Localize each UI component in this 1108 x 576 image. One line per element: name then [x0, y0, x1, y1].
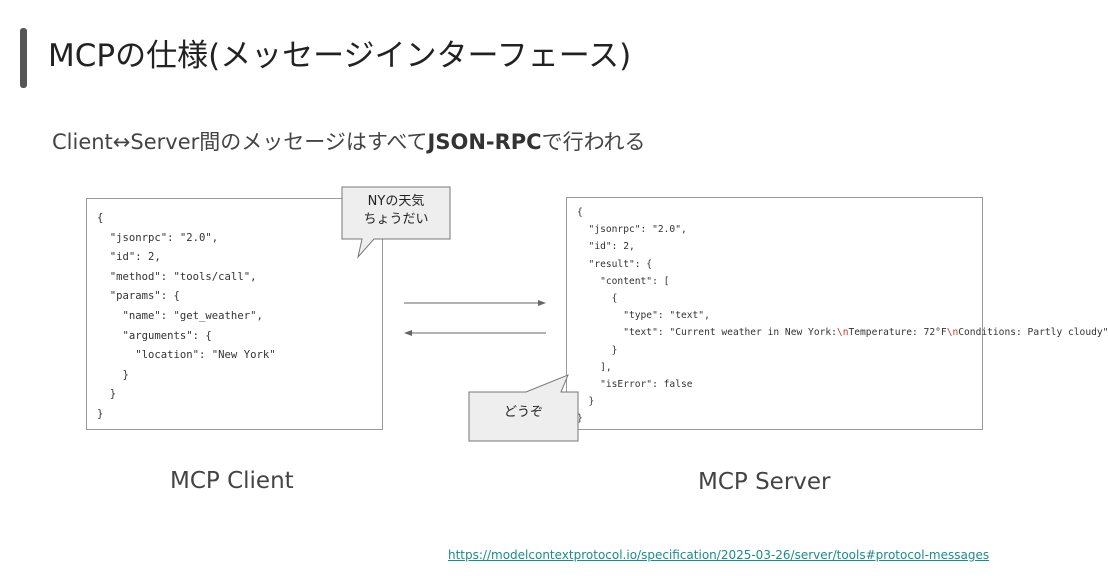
client-bubble-text: NYの天気 ちょうだい: [342, 193, 450, 229]
request-code-line: "location": "New York": [97, 349, 276, 362]
server-bubble-text: どうぞ: [503, 405, 543, 420]
slide-subtitle: Client↔Server間のメッセージはすべてJSON-RPCで行われる: [52, 126, 646, 156]
server-response-json: { "jsonrpc": "2.0", "id": 2, "result": {…: [567, 198, 1108, 428]
request-code-line: }: [97, 388, 117, 401]
response-code-line: }: [577, 344, 618, 356]
response-code-line: "type": "text",: [577, 310, 710, 322]
response-code-line: }: [577, 396, 595, 408]
client-request-json: { "jsonrpc": "2.0", "id": 2, "method": "…: [87, 199, 382, 425]
request-code-line: "id": 2,: [97, 251, 161, 264]
client-caption: MCP Client: [170, 468, 294, 494]
server-caption: MCP Server: [698, 469, 831, 495]
request-code-line: }: [97, 368, 129, 381]
response-code-line: ],: [577, 361, 612, 373]
client-bubble-line-1: NYの天気: [367, 194, 425, 209]
response-code-line: "jsonrpc": "2.0",: [577, 224, 687, 236]
source-link[interactable]: https://modelcontextprotocol.io/specific…: [448, 548, 990, 562]
subtitle-prefix: Client↔Server間のメッセージはすべて: [52, 130, 428, 154]
client-bubble-line-2: ちょうだい: [363, 212, 429, 227]
server-speech-bubble: [468, 374, 579, 442]
client-request-code-block: { "jsonrpc": "2.0", "id": 2, "method": "…: [86, 198, 383, 430]
response-code-line: {: [577, 293, 618, 305]
server-response-code-block: { "jsonrpc": "2.0", "id": 2, "result": {…: [566, 197, 1108, 430]
response-code-line: "content": [: [577, 275, 670, 287]
request-code-line: "method": "tools/call",: [97, 270, 257, 283]
request-code-line: "name": "get_weather",: [97, 309, 263, 322]
response-code-line: }: [577, 413, 583, 425]
title-accent-bar: [20, 28, 27, 88]
response-arrow: [404, 330, 546, 336]
subtitle-emphasis: JSON-RPC: [427, 130, 542, 154]
response-code-line: "result": {: [577, 258, 653, 270]
request-code-line: "jsonrpc": "2.0",: [97, 231, 219, 244]
response-code-line: "text": "Current weather in New York:\nT…: [577, 327, 1108, 339]
request-code-line: "arguments": {: [97, 329, 212, 342]
client-speech-bubble: [341, 186, 451, 259]
request-code-line: "params": {: [97, 290, 180, 303]
message-arrows: [404, 300, 546, 336]
response-code-line: "isError": false: [577, 379, 693, 391]
request-arrow: [404, 300, 546, 306]
slide-title: MCPの仕様(メッセージインターフェース): [48, 38, 632, 74]
subtitle-suffix: で行われる: [541, 130, 646, 154]
response-code-line: {: [577, 207, 583, 218]
request-code-line: {: [97, 212, 104, 224]
response-code-line: "id": 2,: [577, 241, 635, 253]
request-code-line: }: [97, 407, 104, 420]
